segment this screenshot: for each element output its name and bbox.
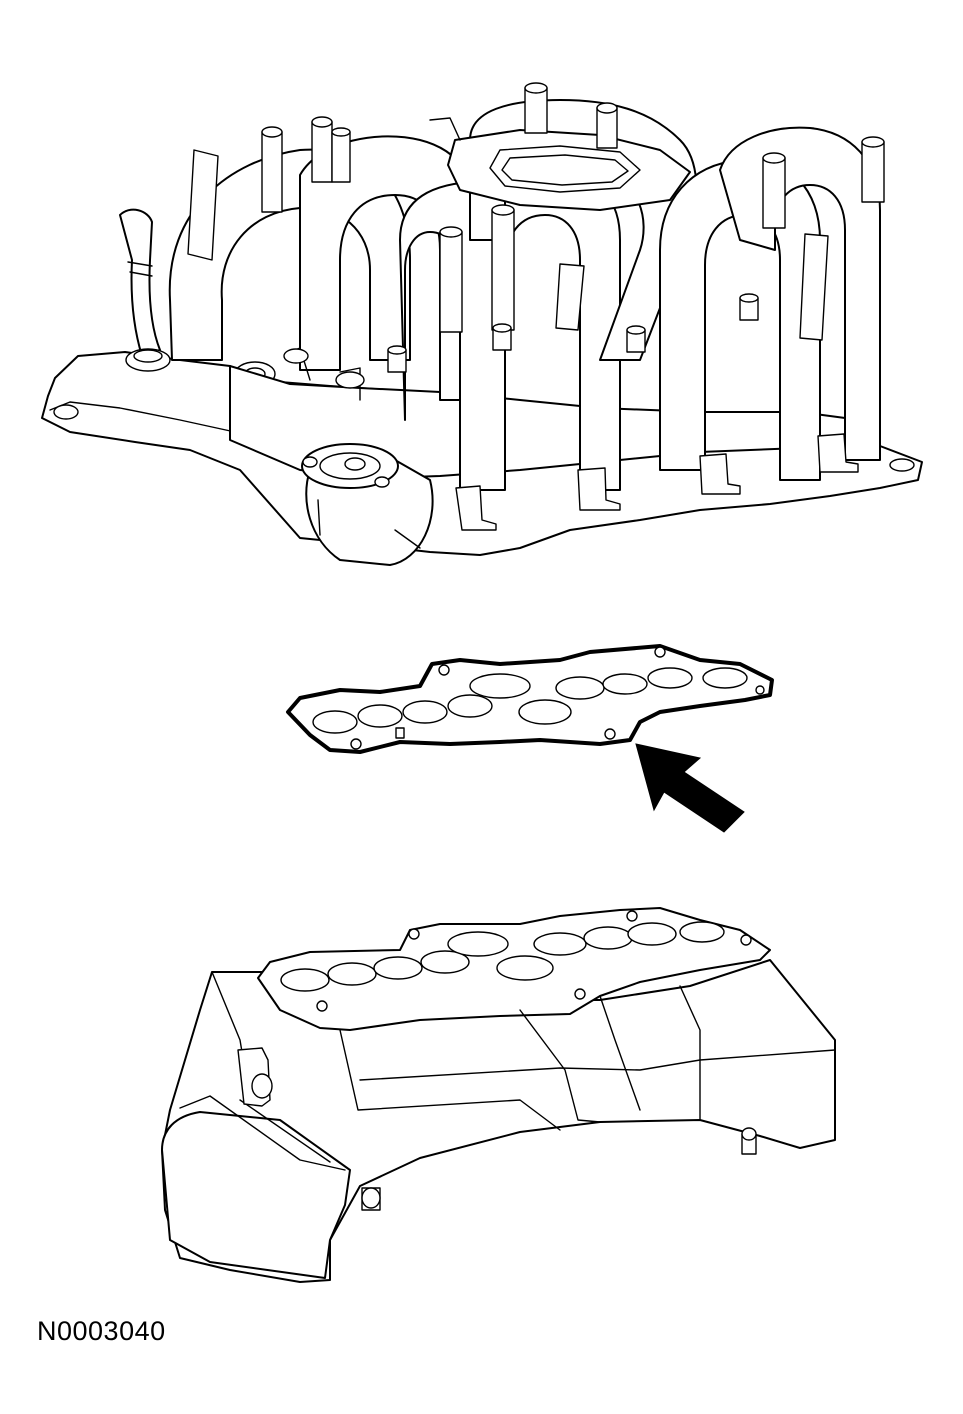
mounting-stud	[311, 116, 333, 183]
intake-port	[533, 932, 587, 956]
mounting-stud	[439, 226, 463, 333]
gasket-port	[602, 673, 648, 695]
intake-port	[496, 955, 554, 981]
gasket-port	[555, 676, 605, 700]
gasket-port	[647, 667, 693, 689]
intake-port	[447, 931, 509, 957]
intake-port	[583, 926, 633, 950]
manifold-bolt	[739, 293, 759, 321]
intake-port	[327, 962, 377, 986]
lower-intake-manifold	[161, 907, 836, 1283]
intake-port	[627, 922, 677, 946]
gasket-port	[469, 673, 531, 699]
bracket-tab	[577, 467, 621, 511]
gasket-port	[518, 699, 572, 725]
intake-manifold-gasket	[286, 644, 774, 754]
mounting-stud	[261, 126, 283, 213]
locating-peg	[361, 1187, 381, 1211]
gasket-port	[447, 694, 493, 718]
bracket-tab	[699, 453, 741, 495]
mounting-stud	[524, 82, 548, 134]
mounting-stud	[596, 102, 618, 149]
upper-intake-manifold	[41, 82, 923, 566]
intake-port	[280, 968, 330, 992]
manifold-bolt	[492, 323, 512, 351]
locating-peg	[741, 1127, 757, 1155]
gasket-port	[357, 704, 403, 728]
mounting-stud	[331, 127, 351, 183]
lower-manifold-nose	[161, 1111, 351, 1279]
mounting-stud	[491, 204, 515, 331]
bracket-tab	[817, 433, 859, 473]
mounting-stud	[762, 152, 786, 229]
intake-port	[420, 950, 470, 974]
gasket-port	[702, 667, 748, 689]
figure-id-label: N0003040	[37, 1316, 166, 1346]
manifold-bolt	[387, 345, 407, 373]
thermostat-housing	[301, 443, 434, 566]
intake-port	[679, 921, 725, 943]
mounting-stud	[861, 136, 885, 203]
gasket-outline	[286, 644, 774, 754]
intake-runner	[719, 126, 881, 461]
vacuum-tube	[119, 208, 161, 357]
manifold-bolt	[626, 325, 646, 353]
arrow-icon	[635, 743, 745, 833]
gasket-port	[402, 700, 448, 724]
intake-port	[373, 956, 423, 980]
bracket-tab	[455, 485, 497, 531]
side-bracket	[237, 1047, 273, 1107]
gasket-port	[312, 710, 358, 734]
